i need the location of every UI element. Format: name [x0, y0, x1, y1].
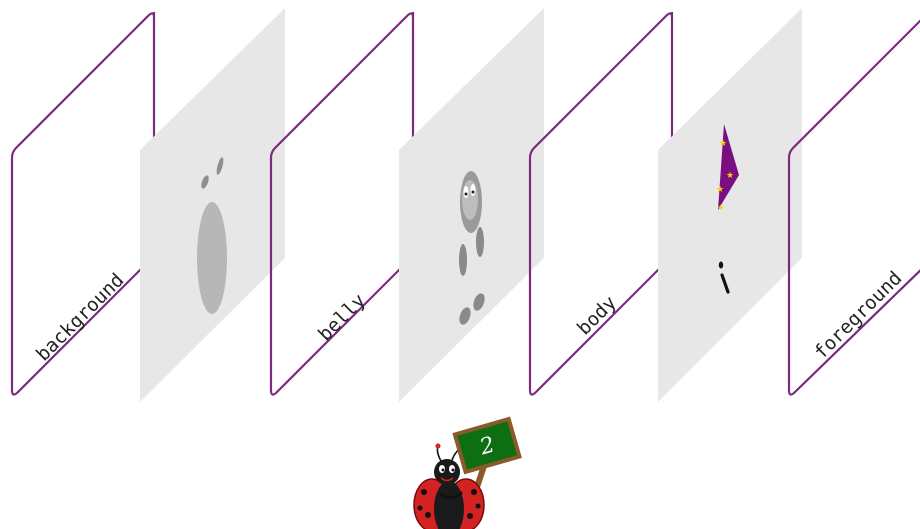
layer-frame-belly: belly: [269, 12, 415, 396]
ladybug-head: [434, 459, 460, 485]
svg-text:★: ★: [719, 139, 727, 149]
ladybug-mascot: 2: [413, 416, 522, 529]
face-patch: [462, 180, 478, 220]
belly-shape: [197, 202, 227, 314]
layer-frame-body: body: [528, 12, 674, 396]
svg-text:★: ★: [716, 185, 724, 195]
wing-shape: [718, 124, 739, 210]
layer-frame-foreground: foreground: [787, 19, 920, 396]
arm-right: [476, 227, 484, 257]
antenna-stroke: [720, 273, 730, 294]
svg-text:★: ★: [717, 203, 724, 212]
antenna-dot: [718, 261, 724, 269]
layer-label-foreground: foreground: [810, 267, 906, 363]
arm-left: [459, 244, 467, 276]
layer-frame-background: background: [10, 12, 156, 396]
gray-pane-3: ★ ★ ★ ★: [658, 8, 802, 402]
foot-right: [473, 293, 485, 311]
layer-label-background: background: [32, 269, 128, 365]
gray-pane-2: [399, 8, 544, 402]
gray-pane-1: [140, 8, 285, 402]
foot-left: [459, 307, 471, 325]
sign-board: 2: [452, 416, 522, 475]
belly-spot-left: [201, 175, 209, 189]
belly-spot-right: [216, 157, 224, 175]
svg-text:★: ★: [726, 171, 734, 181]
eye-left: [463, 186, 469, 198]
eye-right: [470, 184, 476, 196]
ladybug-body: [434, 481, 464, 529]
layer-label-belly: belly: [314, 290, 370, 346]
sign-number: 2: [476, 432, 497, 460]
